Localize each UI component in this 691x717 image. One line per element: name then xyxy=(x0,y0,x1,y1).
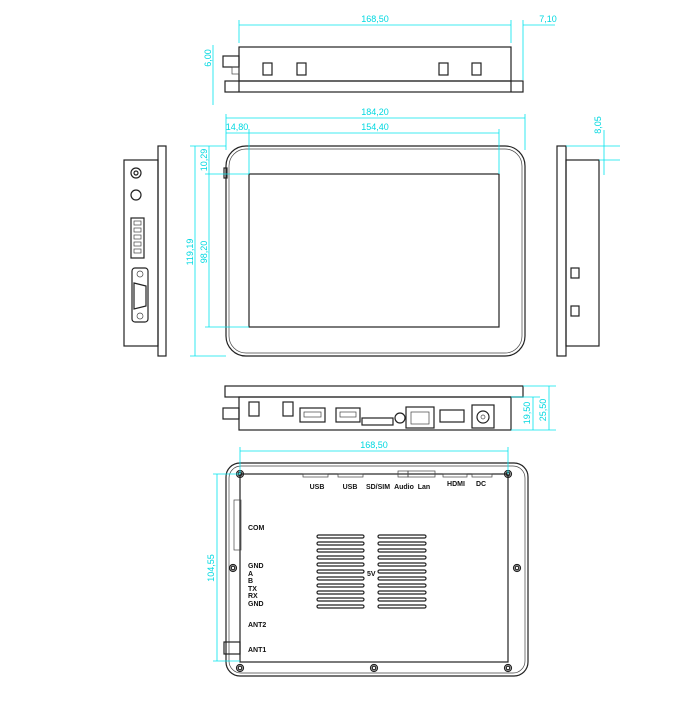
vent-slot xyxy=(377,548,427,553)
vent-slot xyxy=(316,534,365,539)
top-view: 168,50 7,10 6,00 xyxy=(203,14,557,105)
label-b: B xyxy=(248,578,253,585)
label-usb-2: USB xyxy=(343,484,358,491)
label-a: A xyxy=(248,571,253,578)
dim-side-depth: 8,05 xyxy=(593,116,603,134)
dim-bezel-left: 14,80 xyxy=(226,122,249,132)
label-sd-sim: SD/SIM xyxy=(366,484,390,491)
dim-back-height: 104,55 xyxy=(206,554,216,582)
vent-slot xyxy=(316,562,365,567)
vent-slot xyxy=(377,541,427,546)
vent-slot xyxy=(377,583,427,588)
screw-icon xyxy=(228,563,238,573)
vent-slot xyxy=(316,597,365,602)
bottom-view: 19,50 25,50 xyxy=(222,385,556,431)
screw-icon xyxy=(237,665,243,671)
vent-slot xyxy=(316,604,365,609)
dim-bezel-top: 10,29 xyxy=(199,149,209,172)
front-view: 184,20 14,80 154,40 119,19 98,20 10,29 xyxy=(185,107,526,357)
screw-icon xyxy=(371,665,377,671)
back-view: USB USB SD/SIM Audio Lan HDMI DC COM GND… xyxy=(206,440,529,677)
vent-slot xyxy=(316,576,365,581)
label-hdmi: HDMI xyxy=(447,481,465,488)
screw-icon xyxy=(235,663,245,673)
vent-slot xyxy=(377,590,427,595)
vent-slot xyxy=(316,583,365,588)
vent-slot xyxy=(316,548,365,553)
dim-total-depth: 25,50 xyxy=(538,399,548,422)
vent-slot xyxy=(377,576,427,581)
vent-slot xyxy=(377,534,427,539)
screw-icon xyxy=(369,663,379,673)
left-side-view xyxy=(123,145,167,357)
label-gnd-1: GND xyxy=(248,563,264,570)
screw-icon xyxy=(512,563,522,573)
dim-back-width: 168,50 xyxy=(360,440,388,450)
label-ant2: ANT2 xyxy=(248,622,266,629)
vent-slot xyxy=(377,604,427,609)
vent-slot xyxy=(377,569,427,574)
dim-body-depth: 19,50 xyxy=(522,402,532,425)
dim-overall-height: 119,19 xyxy=(185,239,195,266)
screw-icon xyxy=(230,565,236,571)
vent-slot xyxy=(316,541,365,546)
dim-screen-width: 154,40 xyxy=(361,122,389,132)
dim-top-height: 6,00 xyxy=(203,49,213,67)
vent-slot xyxy=(377,562,427,567)
screw-icon xyxy=(505,665,511,671)
dim-top-width: 168,50 xyxy=(361,14,389,24)
screw-icon xyxy=(503,663,513,673)
dim-overall-width: 184,20 xyxy=(361,107,389,117)
dim-top-depth: 7,10 xyxy=(539,14,557,24)
label-rx: RX xyxy=(248,593,258,600)
screw-icon xyxy=(514,565,520,571)
dim-screen-height: 98,20 xyxy=(199,241,209,264)
vent-slot xyxy=(377,597,427,602)
label-ant1: ANT1 xyxy=(248,647,266,654)
vent-slot xyxy=(316,590,365,595)
label-usb-1: USB xyxy=(310,484,325,491)
vent-slot xyxy=(316,555,365,560)
vent-slot xyxy=(377,555,427,560)
label-com: COM xyxy=(248,525,265,532)
label-tx: TX xyxy=(248,586,257,593)
label-lan: Lan xyxy=(418,484,430,491)
vent-slot xyxy=(316,569,365,574)
right-side-view: 8,05 xyxy=(556,116,620,357)
label-5v: 5V xyxy=(367,571,376,578)
label-gnd-2: GND xyxy=(248,601,264,608)
label-audio: Audio xyxy=(394,484,414,491)
label-dc: DC xyxy=(476,481,486,488)
